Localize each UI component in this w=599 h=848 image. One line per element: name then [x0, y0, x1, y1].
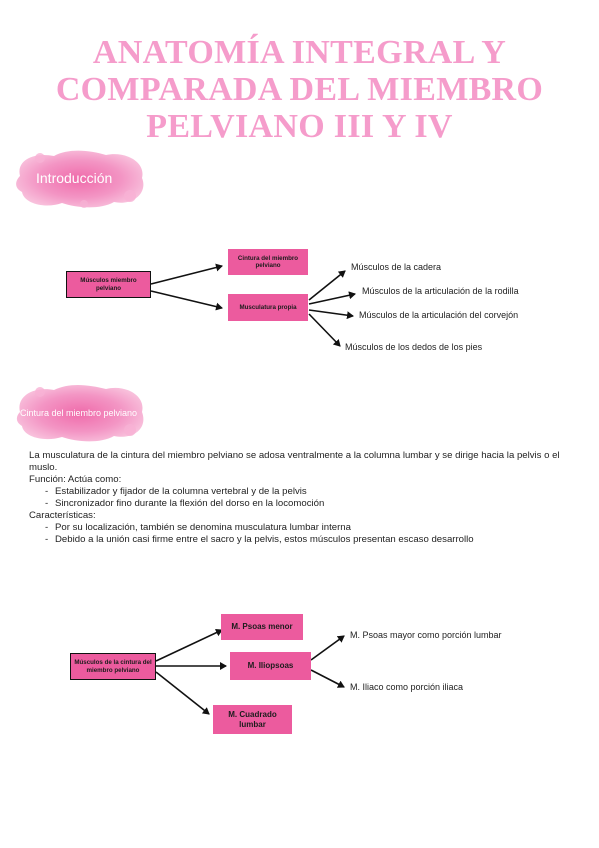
section-header-intro: Introducción	[10, 146, 150, 212]
caracteristicas-label: Características:	[29, 510, 96, 521]
diagram-2-psoas-menor-label: M. Psoas menor	[231, 622, 293, 632]
section-header-cintura: Cintura del miembro pelviano	[12, 380, 150, 446]
arrow-propia-leaf-4	[308, 313, 341, 347]
diagram-1-leaf-4: Músculos de los dedos de los pies	[345, 342, 483, 352]
diagram-1-propia-label: Musculatura propia	[239, 303, 297, 311]
arrow-iliopsoas-leaf-1	[310, 635, 345, 661]
diagram-1-cintura-box: Cintura del miembro pelviano	[228, 249, 308, 275]
list-item: Por su localización, también se denomina…	[45, 522, 584, 534]
list-item: Sincronizador fino durante la flexión de…	[45, 498, 584, 510]
diagram-1-cintura-label: Cintura del miembro pelviano	[237, 254, 299, 270]
section-title-cintura: Cintura del miembro pelviano	[20, 408, 138, 418]
arrow-root2-to-cuadrado	[155, 671, 210, 715]
arrow-propia-leaf-2	[308, 291, 356, 305]
watercolor-blob-icon	[16, 384, 144, 442]
title-line-1: ANATOMÍA INTEGRAL Y	[92, 34, 507, 71]
watercolor-blob-icon	[16, 150, 144, 208]
diagram-2-leaf-2: M. Iliaco como porción iliaca	[350, 682, 464, 692]
caracteristicas-list: Por su localización, también se denomina…	[29, 522, 584, 546]
list-item: Estabilizador y fijador de la columna ve…	[45, 486, 584, 498]
diagram-2-iliopsoas-label: M. Iliopsoas	[247, 661, 294, 671]
arrow-root-to-propia	[150, 290, 223, 311]
title-line-3: PELVIANO III Y IV	[146, 108, 453, 145]
diagram-1-root-label: Músculos miembro pelviano	[80, 277, 137, 292]
funcion-list: Estabilizador y fijador de la columna ve…	[29, 486, 584, 510]
diagram-2-psoas-menor-box: M. Psoas menor	[221, 614, 303, 640]
diagram-1-leaf-3: Músculos de la articulación del corvejón	[359, 310, 519, 320]
arrow-root2-to-psoas-menor	[155, 628, 223, 662]
section-title-intro: Introducción	[36, 170, 113, 186]
diagram-2-root-box: Músculos de la cintura del miembro pelvi…	[70, 653, 156, 680]
diagram-1-root-box: Músculos miembro pelviano	[66, 271, 151, 298]
diagram-1-leaf-2: Músculos de la articulación de la rodill…	[362, 286, 519, 296]
page-title: ANATOMÍA INTEGRAL Y COMPARADA DEL MIEMBR…	[0, 34, 599, 145]
funcion-label: Función: Actúa como:	[29, 474, 122, 485]
arrow-root-to-cintura	[150, 263, 223, 285]
arrow-propia-leaf-1	[308, 270, 346, 301]
diagram-2-root-label: Músculos de la cintura del miembro pelvi…	[74, 659, 152, 674]
diagram-1-propia-box: Musculatura propia	[228, 294, 308, 321]
diagram-2-leaf-1: M. Psoas mayor como porción lumbar	[350, 630, 502, 640]
diagram-2-cuadrado-label: M. Cuadrado lumbar	[228, 710, 277, 729]
diagram-1-leaf-1: Músculos de la cadera	[351, 262, 442, 272]
cintura-intro-text: La musculatura de la cintura del miembro…	[29, 450, 560, 473]
diagram-2-iliopsoas-box: M. Iliopsoas	[230, 652, 311, 680]
arrow-iliopsoas-leaf-2	[310, 669, 345, 688]
diagram-2-cuadrado-box: M. Cuadrado lumbar	[213, 705, 292, 734]
cintura-description: La musculatura de la cintura del miembro…	[29, 450, 584, 546]
list-item: Debido a la unión casi firme entre el sa…	[45, 534, 584, 546]
arrow-propia-leaf-3	[308, 309, 354, 320]
title-line-2: COMPARADA DEL MIEMBRO	[55, 71, 544, 108]
